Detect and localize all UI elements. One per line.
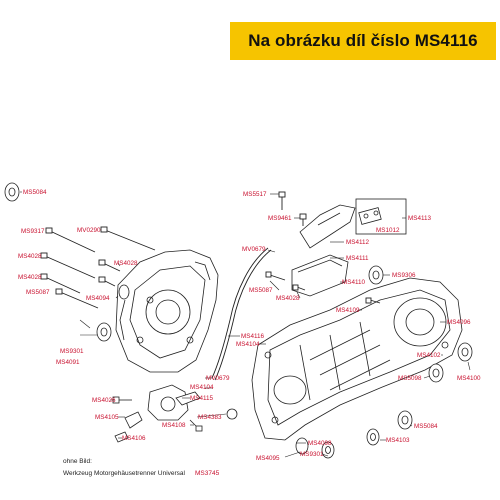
label-ms4109: MS4109	[336, 307, 360, 314]
label-ms5084-top: MS5084	[23, 189, 47, 196]
label-ms4105: MS4105	[95, 414, 119, 421]
highlight-box	[355, 198, 407, 235]
right-crankcase-half	[251, 277, 463, 441]
label-ms5087-b: MS5087	[249, 287, 273, 294]
label-ms4113: MS4113	[408, 215, 431, 222]
label-ms9306: MS9306	[392, 272, 416, 279]
label-ms4383: MS4383	[198, 414, 222, 421]
label-ms4106: MS4106	[122, 435, 146, 442]
label-ms4108: MS4108	[162, 422, 186, 429]
left-bearing-ms9301	[96, 322, 112, 342]
label-ms4095: MS4095	[256, 455, 280, 462]
left-bolts	[40, 226, 156, 309]
title-banner: Na obrázku díl číslo MS4116	[230, 22, 496, 60]
label-ms4116: MS4116	[241, 333, 264, 340]
label-ms4096: MS4096	[447, 319, 471, 326]
label-ms4100: MS4100	[457, 375, 481, 382]
left-crankcase-half	[115, 249, 219, 373]
label-ms4111: MS4111	[346, 255, 369, 262]
gasket-ms4116	[211, 247, 272, 381]
label-mv0679-a: MV0679	[242, 246, 266, 253]
label-ms9301-a: MS9301	[60, 348, 84, 355]
label-ms4110: MS4110	[342, 279, 365, 286]
label-ms4112: MS4112	[346, 239, 369, 246]
label-ms4094: MS4094	[86, 295, 110, 302]
leader-lines	[20, 191, 471, 458]
label-ms4104-b: MS4104	[190, 384, 214, 391]
label-mv0679-b: MV0679	[206, 375, 230, 382]
label-ms4028-a: MS4028	[18, 253, 42, 260]
top-bolts	[265, 191, 381, 304]
label-ms4026: MS4026	[92, 397, 116, 404]
label-ms4091: MS4091	[56, 359, 80, 366]
label-ms4102: MS4102	[417, 352, 441, 359]
label-ms9461: MS9461	[268, 215, 292, 222]
reed-valve-assembly	[291, 204, 382, 297]
label-ms4104-a: MS4104	[236, 341, 260, 348]
label-ms5098: MS5098	[398, 375, 422, 382]
label-ms4098: MS4098	[308, 440, 332, 447]
label-ms4028-c: MS4028	[18, 274, 42, 281]
oil-pump-assembly	[112, 384, 238, 443]
footer-note: ohne Bild:	[63, 458, 92, 465]
label-mv0290: MV0290	[77, 227, 101, 234]
label-ms4103: MS4103	[386, 437, 410, 444]
label-ms4028-b: MS4028	[114, 260, 138, 267]
left-seal-ms4094	[118, 284, 130, 300]
label-ms9317: MS9317	[21, 228, 45, 235]
label-ms5087-a: MS5087	[26, 289, 50, 296]
part-labels: MS5084 MS9317 MV0290 MS4028 MS4028 MS402…	[18, 189, 481, 462]
footer-tool-name: Werkzeug Motorgehäusetrenner Universal	[63, 470, 185, 477]
footer-tool-code: MS3745	[195, 470, 220, 477]
label-ms1012: MS1012	[376, 227, 400, 234]
label-ms9301-b: MS9301	[300, 451, 324, 458]
label-ms4028-d: MS4028	[276, 295, 300, 302]
label-ms5517: MS5517	[243, 191, 267, 198]
right-bearings	[295, 265, 473, 459]
label-ms4115: MS4115	[190, 395, 213, 402]
top-bearing-ms5084	[4, 182, 20, 202]
label-ms5084-b: MS5084	[414, 423, 438, 430]
